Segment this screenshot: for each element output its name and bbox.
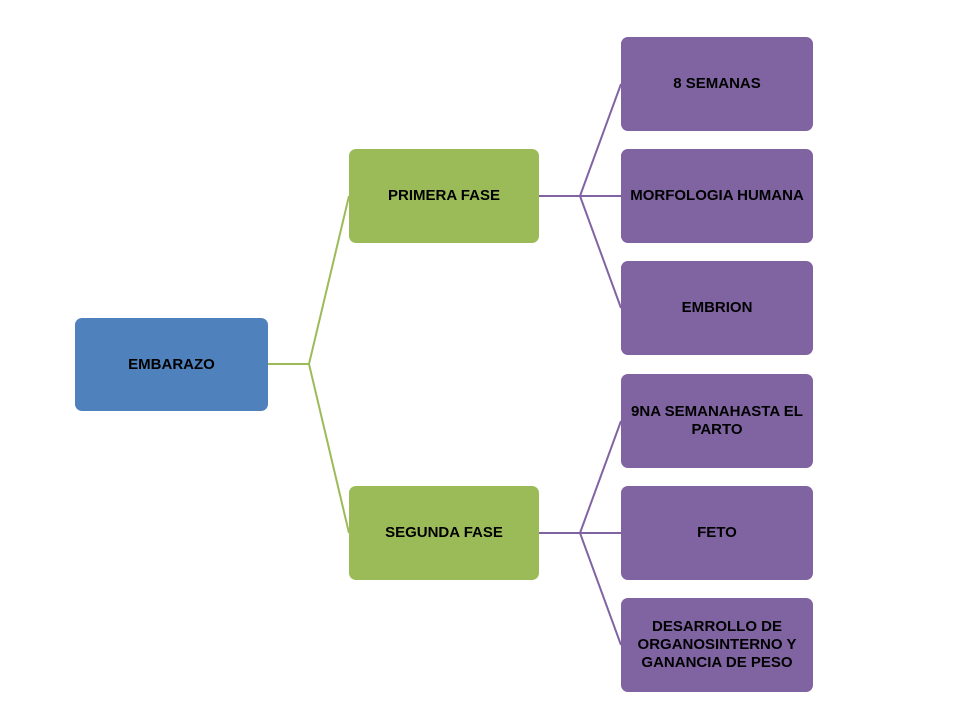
connector-phase-2-leaf-1 [539,420,622,534]
root-node-label: EMBARAZO [128,355,215,373]
leaf-node-label: MORFOLOGIA HUMANA [630,187,804,204]
leaf-node-embrion: EMBRION [621,261,813,355]
connector-phase-1-leaf-3 [539,195,622,309]
leaf-node-morfologia-humana: MORFOLOGIA HUMANA [621,149,813,243]
leaf-node-feto: FETO [621,486,813,580]
leaf-node-label: 8 SEMANAS [673,75,761,92]
leaf-node-label: 9NA SEMANAHASTA EL PARTO [631,403,803,438]
phase-node-label: SEGUNDA FASE [385,524,503,541]
leaf-node-label: FETO [697,524,737,541]
connector-root-phase-1 [268,195,350,365]
phase-node-primera-fase: PRIMERA FASE [349,149,539,243]
leaf-node-label: DESARROLLO DE ORGANOSINTERNO Y GANANCIA … [637,618,797,671]
leaf-node-9na-semana: 9NA SEMANAHASTA EL PARTO [621,374,813,468]
leaf-node-8-semanas: 8 SEMANAS [621,37,813,131]
leaf-node-label: EMBRION [681,299,753,316]
leaf-node-desarrollo-organos: DESARROLLO DE ORGANOSINTERNO Y GANANCIA … [621,598,813,692]
root-node-embarazo: EMBARAZO [75,318,268,411]
connector-root-phase-2 [268,363,350,534]
connector-phase-2-leaf-3 [539,532,622,646]
connector-phase-1-leaf-1 [539,83,622,197]
phase-node-label: PRIMERA FASE [388,187,500,204]
phase-node-segunda-fase: SEGUNDA FASE [349,486,539,580]
